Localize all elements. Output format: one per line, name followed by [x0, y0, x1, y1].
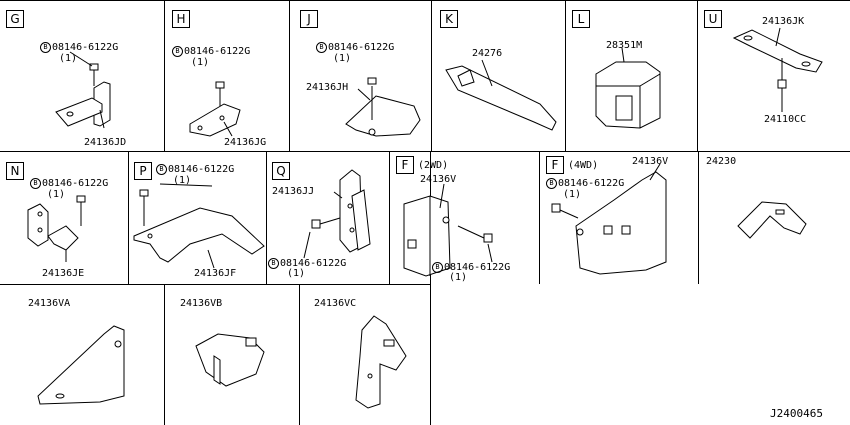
bolt-part-number: 08146-6122G [184, 46, 251, 57]
bolt-qty-N: (1) [46, 189, 66, 200]
bolt-part-number: 08146-6122G [558, 178, 625, 189]
part-label-24136VC: 24136VC [314, 298, 357, 309]
bracket-24136V-2wd [403, 183, 451, 277]
bolt-P [139, 183, 215, 269]
panel-letter-K: K [440, 10, 458, 28]
panel-letter-L: L [572, 10, 590, 28]
bolt-F4 [551, 203, 579, 219]
bracket-24230 [737, 201, 807, 239]
part-label-24110CC: 24110CC [764, 114, 807, 125]
bolt-symbol-icon: B [172, 46, 183, 57]
part-label-24136JH: 24136JH [306, 82, 349, 93]
panel-note-4wd: (4WD) [568, 160, 599, 171]
bolt-G [69, 51, 105, 129]
bolt-qty-J: (1) [332, 53, 352, 64]
bracket-24136VC [355, 315, 407, 409]
panel-letter-F-2wd: F [396, 156, 414, 174]
bracket-24276 [445, 59, 557, 131]
part-label-24136JG: 24136JG [224, 137, 267, 148]
relay-28351M [595, 47, 661, 129]
part-label-28351M: 28351M [606, 40, 643, 51]
bracket-24136JK [732, 27, 823, 73]
panel-letter-U: U [704, 10, 722, 28]
bolt-U [777, 58, 787, 112]
bolt-symbol-icon: B [546, 178, 557, 189]
part-label-24276: 24276 [472, 48, 503, 59]
panel-letter-Q: Q [272, 162, 290, 180]
bolt-qty-F2: (1) [448, 272, 468, 283]
part-label-24136V-4wd: 24136V [632, 156, 669, 167]
part-label-24136VB: 24136VB [180, 298, 223, 309]
panel-letter-G: G [6, 10, 24, 28]
bolt-Q [303, 191, 343, 259]
part-label-24230: 24230 [706, 156, 737, 167]
part-label-24136JJ: 24136JJ [272, 186, 315, 197]
part-label-24136JD: 24136JD [84, 137, 127, 148]
part-label-24136V-2wd: 24136V [420, 174, 457, 185]
bolt-part-number: 08146-6122G [280, 258, 347, 269]
bolt-part-number: 08146-6122G [52, 42, 119, 53]
bolt-qty-P: (1) [172, 175, 192, 186]
bracket-24136JH [345, 77, 421, 137]
bolt-symbol-icon: B [268, 258, 279, 269]
part-label-24136VA: 24136VA [28, 298, 71, 309]
panel-letter-J: J [300, 10, 318, 28]
bolt-part-number: 08146-6122G [42, 178, 109, 189]
part-label-24136JE: 24136JE [42, 268, 85, 279]
part-label-24136JK: 24136JK [762, 16, 805, 27]
panel-note-2wd: (2WD) [418, 160, 449, 171]
bolt-qty-Q: (1) [286, 268, 306, 279]
panel-letter-H: H [172, 10, 190, 28]
bracket-24136JJ [339, 169, 371, 253]
bracket-24136JD [55, 81, 111, 127]
bracket-24136VB [195, 333, 265, 387]
bracket-24136JF [133, 207, 265, 263]
bolt-part-number: 08146-6122G [168, 164, 235, 175]
bolt-qty-G: (1) [58, 53, 78, 64]
bolt-part-number: 08146-6122G [444, 262, 511, 273]
bracket-24136V-4wd [575, 163, 667, 275]
bolt-symbol-icon: B [30, 178, 41, 189]
bolt-symbol-icon: B [432, 262, 443, 273]
panel-letter-P: P [134, 162, 152, 180]
panel-letter-N: N [6, 162, 24, 180]
bolt-N [65, 195, 86, 262]
bolt-symbol-icon: B [40, 42, 51, 53]
bolt-qty-F4: (1) [562, 189, 582, 200]
part-label-24136JF: 24136JF [194, 268, 237, 279]
bolt-symbol-icon: B [316, 42, 327, 53]
bolt-symbol-icon: B [156, 164, 167, 175]
bolt-qty-H: (1) [190, 57, 210, 68]
bolt-part-number: 08146-6122G [328, 42, 395, 53]
bracket-24136JG [189, 103, 241, 137]
bracket-24136JE [27, 203, 79, 251]
diagram-code: J2400465 [770, 407, 823, 420]
panel-letter-F-4wd: F [546, 156, 564, 174]
bracket-24136VA [37, 325, 125, 405]
bolt-H [215, 81, 233, 137]
bolt-F2 [457, 225, 493, 263]
